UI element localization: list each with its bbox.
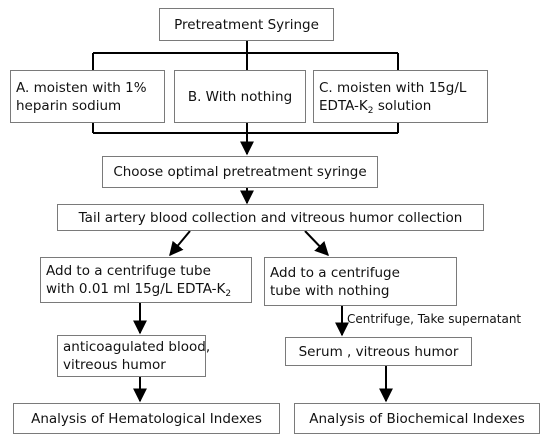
node-left-tube-subscript: 2 bbox=[225, 289, 232, 299]
node-anticoagulated-line1: anticoagulated blood, bbox=[63, 339, 211, 355]
node-option-b-label: B. With nothing bbox=[187, 88, 293, 105]
edge-collection-to-right bbox=[304, 230, 329, 257]
node-left-tube-line2-pre: with 0.01 ml 15g/L EDTA-K bbox=[46, 281, 226, 297]
node-pretreatment-syringe-label: Pretreatment Syringe bbox=[174, 16, 319, 33]
node-hematological: Analysis of Hematological Indexes bbox=[13, 403, 280, 434]
node-anticoagulated: anticoagulated blood, vitreous humor bbox=[57, 335, 211, 377]
node-serum: Serum , vitreous humor bbox=[285, 337, 472, 366]
node-option-c: C. moisten with 15g/L EDTA-K2 solution bbox=[313, 70, 488, 123]
node-left-tube: Add to a centrifuge tube with 0.01 ml 15… bbox=[40, 257, 252, 303]
node-option-c-line2-post: solution bbox=[373, 97, 432, 114]
node-left-tube-line1: Add to a centrifuge tube bbox=[46, 263, 211, 279]
node-pretreatment-syringe: Pretreatment Syringe bbox=[159, 8, 334, 41]
node-option-c-line2-pre: EDTA-K bbox=[319, 97, 368, 114]
node-anticoagulated-line2: vitreous humor bbox=[63, 357, 166, 373]
node-right-tube-line2: tube with nothing bbox=[270, 282, 390, 299]
node-right-tube: Add to a centrifuge tube with nothing bbox=[264, 257, 457, 306]
node-right-tube-line1: Add to a centrifuge bbox=[270, 264, 400, 281]
node-collection: Tail artery blood collection and vitreou… bbox=[57, 204, 484, 231]
edge-label-centrifuge: Centrifuge, Take supernatant bbox=[347, 312, 522, 326]
node-left-tube-line2: with 0.01 ml 15g/L EDTA-K2 bbox=[46, 280, 246, 299]
node-option-b: B. With nothing bbox=[174, 70, 306, 123]
node-biochemical: Analysis of Biochemical Indexes bbox=[294, 403, 540, 434]
node-option-a-line2: heparin sodium bbox=[16, 97, 122, 114]
node-choose-optimal: Choose optimal pretreatment syringe bbox=[102, 156, 378, 188]
node-collection-label: Tail artery blood collection and vitreou… bbox=[78, 209, 463, 226]
node-serum-label: Serum , vitreous humor bbox=[298, 343, 459, 360]
node-option-c-subscript: 2 bbox=[367, 105, 374, 116]
node-option-a: A. moisten with 1% heparin sodium bbox=[10, 70, 165, 123]
node-biochemical-label: Analysis of Biochemical Indexes bbox=[309, 410, 525, 427]
node-hematological-label: Analysis of Hematological Indexes bbox=[31, 410, 262, 427]
node-option-c-line1: C. moisten with 15g/L bbox=[319, 79, 467, 96]
edge-collection-to-left bbox=[169, 230, 191, 257]
node-option-a-line1: A. moisten with 1% bbox=[16, 79, 147, 96]
node-option-c-line2: EDTA-K2 solution bbox=[319, 97, 482, 116]
node-choose-optimal-label: Choose optimal pretreatment syringe bbox=[113, 164, 367, 180]
